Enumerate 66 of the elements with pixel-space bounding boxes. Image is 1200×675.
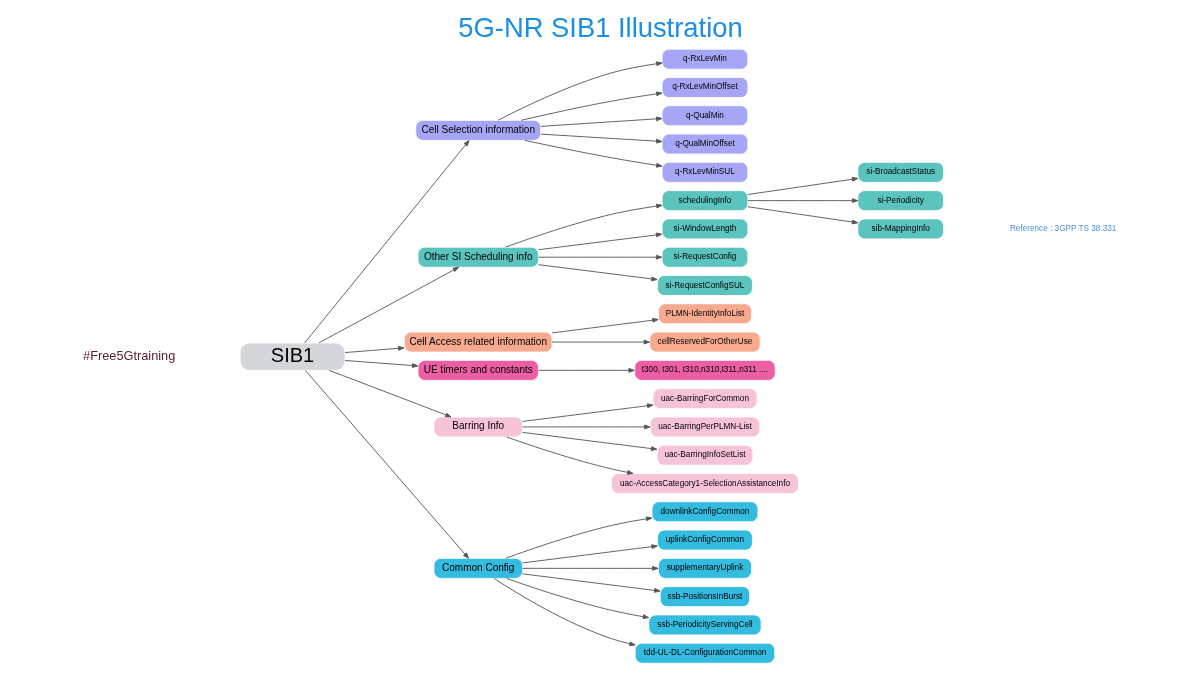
arrow xyxy=(551,317,659,334)
node-box: supplementaryUplink xyxy=(657,557,752,579)
arrow xyxy=(551,339,650,345)
diagram-title: 5G-NR SIB1 Illustration xyxy=(457,12,743,44)
arrow xyxy=(520,91,662,121)
node-box: si-WindowLength xyxy=(661,218,748,240)
arrow xyxy=(493,578,636,647)
node-box: SIB1 xyxy=(239,342,345,371)
arrow xyxy=(521,566,659,571)
arrow xyxy=(747,206,858,225)
node-box: ssb-PositionsInBurst xyxy=(659,586,750,608)
node-box: q-QualMin xyxy=(661,105,748,127)
node-box: t300, t301, t310,n310,t311,n311 .... xyxy=(633,359,776,381)
node-box: si-Periodicity xyxy=(856,190,944,212)
node-box: sib-MappingInfo xyxy=(856,218,944,240)
node-box: q-QualMinOffset xyxy=(661,133,748,155)
node-box: q-RxLevMinOffset xyxy=(661,77,748,98)
node-box: uac-AccessCategory1-SelectionAssistanceInfo xyxy=(610,473,799,494)
arrow xyxy=(524,139,662,168)
arrow xyxy=(539,116,662,127)
arrow xyxy=(537,264,658,282)
node-box: uac-BarringPerPLMN-List xyxy=(649,416,760,438)
node-box: UE timers and constants xyxy=(417,359,539,381)
node-box: si-BroadcastStatus xyxy=(856,161,944,183)
arrow xyxy=(537,254,662,260)
arrow xyxy=(504,203,662,248)
node-box: uac-BarringForCommon xyxy=(652,388,757,410)
arrow xyxy=(521,431,657,451)
arrow xyxy=(539,133,662,144)
node-box: Barring Info xyxy=(433,416,523,438)
arrow xyxy=(521,544,658,564)
node-box: Cell Access related information xyxy=(403,331,553,353)
arrow xyxy=(504,516,652,559)
node-box: tdd-UL-DL-ConfigurationCommon xyxy=(634,642,775,664)
node-box: ssb-PeriodicityServingCell xyxy=(647,614,762,636)
node-box: cellReservedForOtherUse xyxy=(648,331,761,353)
arrow xyxy=(505,436,633,475)
arrow xyxy=(505,577,649,620)
arrow xyxy=(344,345,404,353)
arrow xyxy=(304,370,469,559)
arrow xyxy=(328,369,451,418)
node-box: Cell Selection information xyxy=(414,119,541,141)
arrow xyxy=(747,198,858,203)
arrow xyxy=(303,140,470,344)
node-box: Other SI Scheduling info xyxy=(417,246,539,268)
arrow xyxy=(497,61,663,121)
arrow xyxy=(521,403,653,422)
label: Reference : 3GPP TS 38.331 xyxy=(1009,223,1116,233)
arrow xyxy=(521,573,661,593)
arrow xyxy=(537,232,662,251)
label: #Free5Gtraining xyxy=(82,348,175,364)
node-box: q-RxLevMin xyxy=(661,48,748,70)
node-box: uac-BarringInfoSetList xyxy=(656,444,753,466)
arrow xyxy=(318,266,459,344)
node-box: Common Config xyxy=(433,557,523,579)
node-box: uplinkConfigCommon xyxy=(656,529,753,551)
node-box: downlinkConfigCommon xyxy=(651,501,758,523)
node-box: PLMN-IdentityInfoList xyxy=(657,303,752,325)
node-box: schedulingInfo xyxy=(661,190,748,212)
arrow xyxy=(344,360,418,368)
node-box: si-RequestConfigSUL xyxy=(656,275,753,296)
node-box: q-RxLevMinSUL xyxy=(661,161,748,183)
arrow xyxy=(521,424,651,430)
arrow xyxy=(747,176,858,195)
node-box: si-RequestConfig xyxy=(661,246,748,268)
arrow xyxy=(537,367,635,373)
